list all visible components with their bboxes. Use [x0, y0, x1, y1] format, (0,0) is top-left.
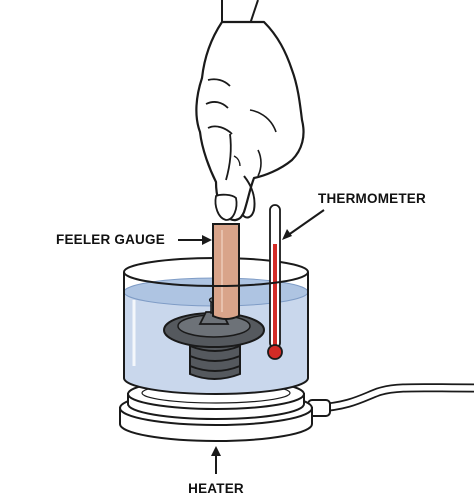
label-heater: HEATER: [188, 481, 244, 496]
thermometer-pointer-arrow: [283, 209, 325, 239]
thermometer: [267, 204, 283, 360]
fingernail: [214, 193, 238, 221]
label-thermometer-group: THERMOMETER: [282, 191, 426, 240]
label-heater-group: HEATER: [188, 446, 244, 496]
thermometer-fluid: [273, 244, 277, 348]
label-feeler-gauge-group: FEELER GAUGE: [56, 232, 212, 247]
beaker-glass-front: [123, 271, 309, 395]
hand: [195, 0, 305, 222]
label-feeler-gauge: FEELER GAUGE: [56, 232, 165, 247]
feeler-gauge-blade: [212, 223, 240, 320]
label-thermometer: THERMOMETER: [318, 191, 426, 206]
hand-outline: [195, 20, 305, 222]
thermometer-bulb: [267, 344, 283, 360]
feeler-gauge: [212, 223, 240, 320]
hand-thumb: [241, 175, 256, 219]
